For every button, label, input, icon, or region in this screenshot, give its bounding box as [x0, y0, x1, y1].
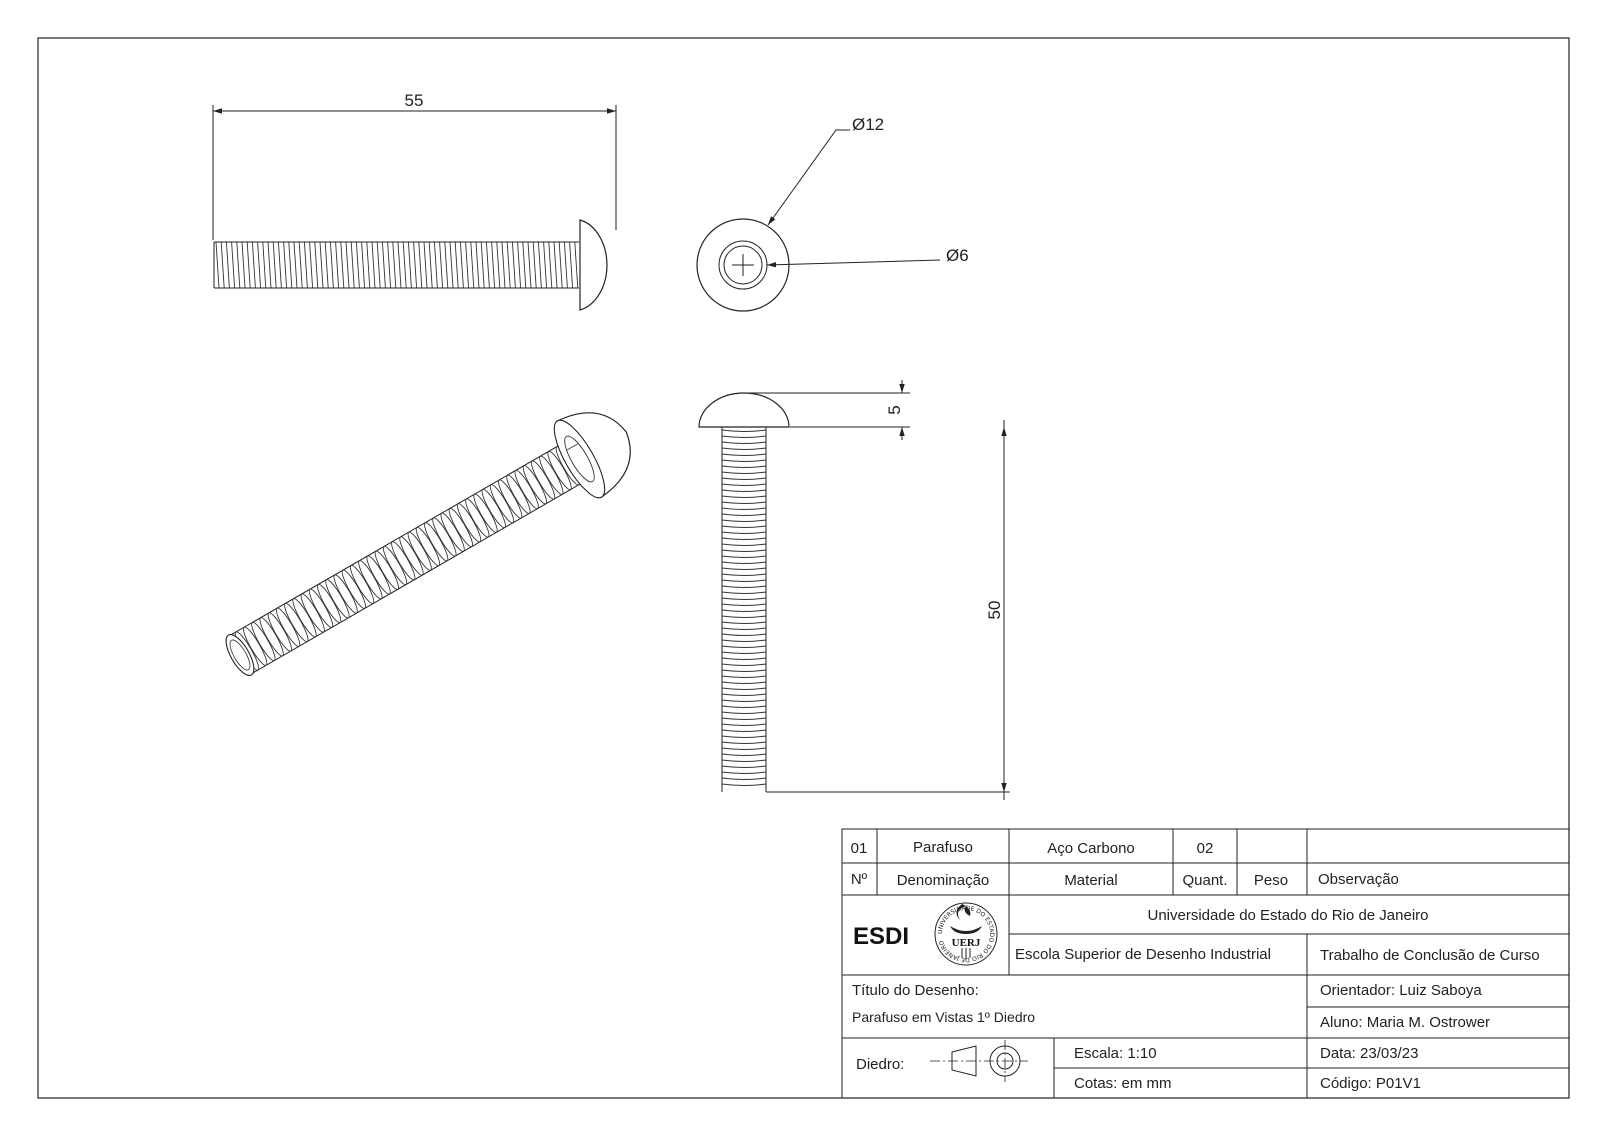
school-name: Escola Superior de Desenho Industrial — [1015, 946, 1271, 963]
first-angle-projection-symbol — [930, 1040, 1028, 1082]
drawing-code: Código: P01V1 — [1320, 1075, 1421, 1092]
drawing-title-label: Título do Desenho: — [852, 982, 979, 999]
dimension-length: 55 — [405, 91, 424, 110]
student: Aluno: Maria M. Ostrower — [1320, 1014, 1490, 1031]
item-number: 01 — [851, 840, 868, 857]
item-material: Aço Carbono — [1047, 840, 1135, 857]
header-name: Denominação — [897, 872, 990, 889]
drawing-title: Parafuso em Vistas 1º Diedro — [852, 1009, 1035, 1025]
header-weight: Peso — [1254, 872, 1288, 889]
item-name: Parafuso — [913, 839, 973, 856]
isometric-view — [225, 412, 631, 676]
front-view-vertical: 5 50 — [698, 380, 1010, 800]
uerj-seal: UERJ UNIVERSIDADE DO ESTADO DO RIO DE JA… — [934, 902, 998, 966]
dimension-head-diameter: Ø12 — [852, 115, 884, 134]
units: Cotas: em mm — [1074, 1075, 1172, 1092]
header-observation: Observação — [1318, 871, 1399, 888]
university-name: Universidade do Estado do Rio de Janeiro — [1147, 907, 1428, 924]
horizontal-thread-lines — [215, 241, 579, 289]
front-view-head: Ø12 Ø6 — [696, 115, 969, 312]
seal-text: UERJ — [952, 937, 981, 949]
dimension-head-height: 5 — [885, 405, 904, 414]
title-block-text: 01 Parafuso Aço Carbono 02 Nº Denominaçã… — [851, 839, 1540, 1092]
scale: Escala: 1:10 — [1074, 1045, 1157, 1062]
header-material: Material — [1064, 872, 1117, 889]
advisor: Orientador: Luiz Saboya — [1320, 982, 1482, 999]
header-quantity: Quant. — [1182, 872, 1227, 889]
esdi-logo: ESDI — [853, 923, 909, 950]
sheet-border — [37, 37, 1570, 1099]
header-number: Nº — [851, 871, 868, 888]
dimension-thread-diameter: Ø6 — [946, 246, 969, 265]
dihedral-label: Diedro: — [856, 1056, 904, 1073]
course-name: Trabalho de Conclusão de Curso — [1320, 947, 1540, 964]
item-quantity: 02 — [1197, 840, 1214, 857]
screw-head-front — [698, 392, 790, 428]
date: Data: 23/03/23 — [1320, 1045, 1418, 1062]
title-block — [841, 828, 1570, 1099]
screw-head-side — [579, 219, 608, 311]
dimension-shank-length: 50 — [985, 601, 1004, 620]
side-view-horizontal: 55 — [212, 91, 617, 311]
vertical-thread-lines — [721, 429, 767, 786]
